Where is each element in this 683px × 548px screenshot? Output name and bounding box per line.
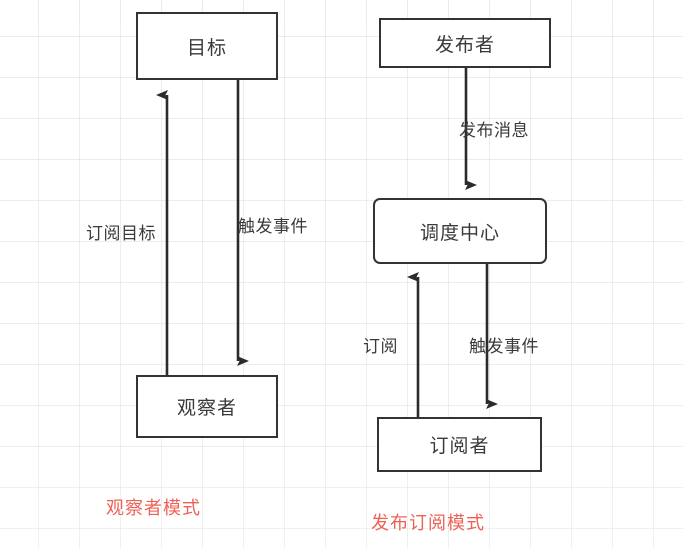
node-observer-label: 观察者 — [176, 398, 237, 419]
node-broker[interactable]: 调度中心 — [373, 198, 547, 264]
caption-observer-pattern: 观察者模式 — [106, 498, 201, 518]
edge-label-trigger-event-2: 触发事件 — [469, 337, 539, 356]
node-observer[interactable]: 观察者 — [136, 375, 278, 438]
edge-label-subscribe: 订阅 — [363, 337, 398, 356]
node-publisher[interactable]: 发布者 — [379, 18, 551, 68]
node-broker-label: 调度中心 — [419, 222, 500, 244]
node-publisher-label: 发布者 — [434, 34, 495, 56]
node-subscriber-label: 订阅者 — [429, 436, 490, 457]
edge-label-publish-message: 发布消息 — [459, 121, 529, 140]
edge-label-subscribe-subject: 订阅目标 — [86, 224, 156, 243]
node-subject[interactable]: 目标 — [136, 12, 278, 80]
node-subject-label: 目标 — [186, 37, 227, 59]
node-subscriber[interactable]: 订阅者 — [377, 417, 542, 472]
caption-pubsub-pattern: 发布订阅模式 — [371, 513, 485, 533]
edge-label-trigger-event: 触发事件 — [238, 217, 308, 236]
